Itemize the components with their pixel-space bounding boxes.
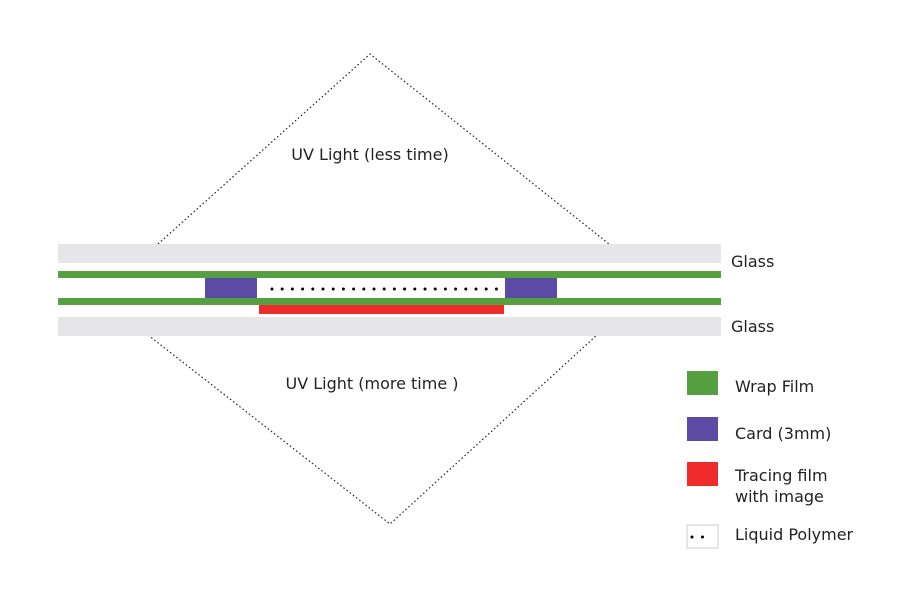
lower-uv-light-cone [147,334,598,525]
tracing-film [259,305,504,314]
legend-swatch-tracing-film [687,462,718,486]
legend-label-liquid-polymer: Liquid Polymer [735,525,854,544]
upper-uv-light-label: UV Light (less time) [291,145,448,164]
legend-label-card: Card (3mm) [735,424,831,443]
legend-label-tracing-film-line-2: with image [735,487,824,506]
glass-bottom [58,317,721,336]
upper-uv-light-cone [157,53,610,245]
wrap-film-bottom [58,298,721,305]
legend-swatch-card [687,417,718,441]
wrap-film-top [58,271,721,278]
lower-uv-light-label: UV Light (more time ) [285,374,458,393]
glass-top [58,244,721,263]
legend-swatch-wrap-film [687,371,718,395]
card-left [205,278,257,298]
legend-label-tracing-film-line-1: Tracing film [734,466,828,485]
card-right [505,278,557,298]
legend: Wrap Film Card (3mm) Tracing film with i… [686,371,854,549]
glass-bottom-label: Glass [731,317,774,336]
legend-label-wrap-film: Wrap Film [735,377,814,396]
glass-top-label: Glass [731,252,774,271]
